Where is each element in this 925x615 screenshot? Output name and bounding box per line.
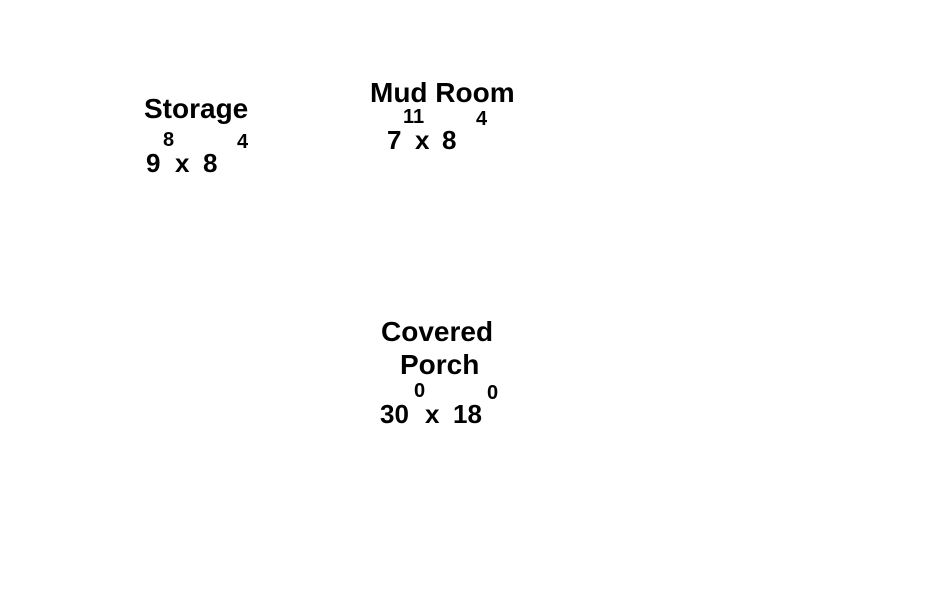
dimension-separator: x xyxy=(175,148,190,178)
width-inches: 8 xyxy=(163,129,175,151)
depth-inches: 4 xyxy=(476,108,488,130)
width-feet: 9 xyxy=(146,148,161,178)
dimension-separator: x xyxy=(415,125,430,155)
dimension-separator: x xyxy=(425,399,440,429)
room-name-line-1: Covered xyxy=(381,316,494,347)
room-name: Mud Room xyxy=(370,77,515,108)
depth-feet: 18 xyxy=(453,399,482,429)
depth-inches: 0 xyxy=(487,382,499,404)
width-feet: 30 xyxy=(380,399,409,429)
width-feet: 7 xyxy=(387,125,402,155)
room-name-line-2: Porch xyxy=(400,349,480,380)
width-inches: 11 xyxy=(403,106,425,128)
room-name: Storage xyxy=(144,93,249,124)
width-inches: 0 xyxy=(414,380,426,402)
depth-feet: 8 xyxy=(203,148,218,178)
depth-feet: 8 xyxy=(442,125,457,155)
depth-inches: 4 xyxy=(237,131,249,153)
